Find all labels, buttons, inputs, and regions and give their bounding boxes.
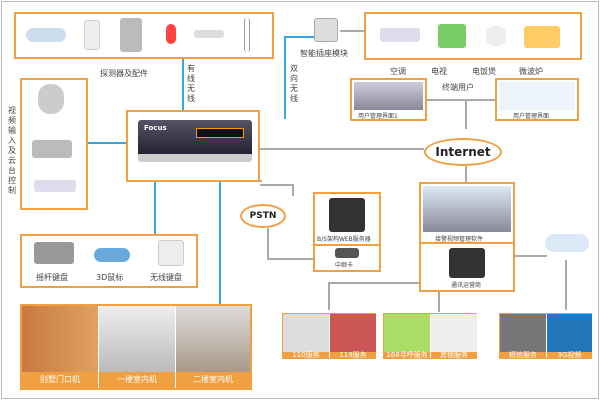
microwave [524,26,560,48]
link-line [284,36,286,119]
link-line [427,99,495,101]
link-line [267,258,313,260]
center-box: 接警视频管理软件 通讯运营商 [419,182,515,292]
link-line [465,166,467,182]
link-line [340,30,364,32]
detector-device [194,30,224,38]
mobile-box: 短信服务 3G视频 [499,313,592,359]
video-label: 视频输入及云台控制 [8,106,16,195]
detector-device [26,28,66,42]
link-line [292,184,294,196]
link-line [328,282,419,284]
internet-cloud: Internet [424,138,502,166]
link-line [267,228,269,258]
link-line [465,99,467,129]
appliance-label: 空调 [390,67,406,76]
joystick-keyboard [34,242,74,264]
smart-socket-label: 智能插座模块 [300,49,348,58]
wired-wireless-label: 有线无线 [187,64,195,103]
link-line [88,142,126,144]
detector-device [120,18,142,52]
link-line [252,148,424,150]
server-box: B/S架构WEB服务器 中继卡 [313,192,381,272]
detector-device [166,24,176,44]
user-screen-2: 用户管理界面 [495,78,579,121]
detectors-box [14,12,274,59]
link-line [219,182,221,304]
services-box-1: 110服务 119服务 [282,313,376,359]
appliance-label: 电饭煲 [472,67,496,76]
detectors-label: 探测器及配件 [100,69,148,78]
controls-box: 摇杆键盘 3D鼠标 无线键盘 [20,234,198,288]
services-box-2: 168寻呼服务 其他服务 [383,313,477,359]
web-server [329,198,365,232]
link-line [260,180,262,182]
link-line [565,260,567,310]
link-line [182,59,184,119]
intercom-box: 别墅门口机 一楼室内机 二楼室内机 [20,304,252,390]
box-camera [32,140,72,158]
pstn-cloud: PSTN [240,204,286,228]
3d-mouse [94,248,130,262]
link-line [284,36,314,38]
bullet-camera [34,180,76,192]
link-line [438,292,440,312]
operator-server [449,248,485,278]
dome-camera [38,84,64,114]
host-box: Focus [126,110,260,182]
alarm-host: Focus [138,120,252,162]
appliance-label: 电视 [431,67,447,76]
link-line [260,184,294,186]
cameras-box [20,78,88,210]
wireless-keyboard [158,240,184,266]
appliance-label: 微波炉 [519,67,543,76]
air-conditioner [380,28,420,42]
detector-device [244,18,250,52]
wireless-network-icon [545,234,589,252]
link-line [154,182,156,234]
relay-card [335,248,359,258]
bidirectional-wireless-label: 双向无线 [290,64,298,103]
appliances-box [364,12,582,60]
link-line [515,255,547,257]
terminal-users-label: 终端用户 [442,83,474,92]
link-line [328,282,330,310]
detector-device [84,20,100,50]
smart-socket [314,18,338,42]
tv [438,24,466,48]
host-brand: Focus [144,124,167,132]
user-screen-1: 用户管理界面1 [350,78,427,121]
rice-cooker [486,26,506,46]
